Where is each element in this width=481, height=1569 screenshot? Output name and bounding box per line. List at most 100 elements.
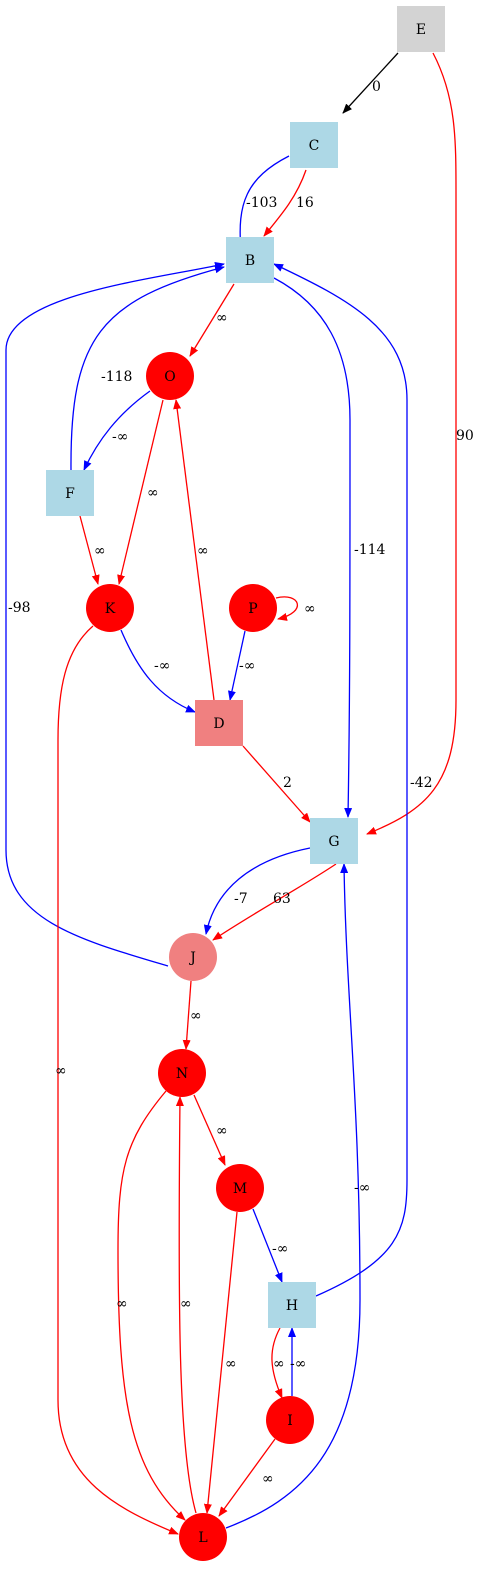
edge-label: -∞	[272, 1241, 288, 1257]
node-box	[226, 237, 274, 283]
node-label: G	[328, 834, 339, 850]
edge-label: ∞	[147, 485, 159, 501]
edge-D-O: ∞	[173, 399, 215, 701]
edge-label: -7	[234, 891, 248, 907]
edge-line	[79, 515, 100, 585]
edge-line	[175, 1096, 197, 1514]
node-N[interactable]: N	[158, 1049, 206, 1097]
node-P[interactable]: P	[229, 584, 277, 632]
edge-label: 63	[273, 891, 291, 907]
node-label: M	[233, 1181, 247, 1197]
edge-line	[203, 847, 311, 935]
node-B[interactable]: B	[226, 237, 274, 283]
edge-label: 2	[283, 775, 292, 791]
edge-label: -∞	[354, 1180, 370, 1196]
edge-P-P: ∞	[275, 596, 316, 621]
edge-line	[342, 52, 399, 114]
edge-line	[218, 1438, 276, 1517]
node-F[interactable]: F	[46, 470, 94, 516]
edge-label: ∞	[262, 1471, 274, 1487]
node-L[interactable]: L	[179, 1513, 227, 1561]
edge-label: -42	[410, 775, 433, 791]
edge-O-K: ∞	[117, 399, 164, 585]
node-circle	[216, 1164, 264, 1212]
edge-line	[193, 1094, 226, 1166]
edge-M-L: ∞	[203, 1211, 238, 1514]
edge-line	[275, 596, 299, 621]
edge-J-N: ∞	[182, 980, 202, 1050]
edge-label: ∞	[190, 1008, 202, 1024]
edge-label: -114	[354, 542, 386, 558]
node-label: P	[248, 601, 257, 617]
edge-label: ∞	[216, 1123, 228, 1139]
node-label: L	[198, 1530, 207, 1546]
node-label: E	[416, 22, 426, 38]
edge-line	[173, 399, 215, 701]
edge-label: -∞	[154, 658, 170, 674]
edge-line	[117, 1090, 186, 1521]
edge-label: 90	[456, 428, 474, 444]
edge-line	[120, 629, 196, 713]
edge-label: -∞	[239, 658, 255, 674]
node-C[interactable]: C	[290, 122, 338, 168]
node-J[interactable]: J	[169, 933, 217, 981]
edge-label: 16	[296, 195, 314, 211]
edge-line	[182, 980, 192, 1050]
edge-line	[225, 863, 361, 1529]
edge-B-G: -114	[273, 277, 386, 818]
edge-I-H: -∞	[288, 1327, 306, 1396]
edge-label: ∞	[116, 1296, 128, 1312]
edge-B-O: ∞	[189, 283, 235, 357]
node-I[interactable]: I	[266, 1396, 314, 1444]
edge-N-L: ∞	[116, 1090, 186, 1521]
node-D[interactable]: D	[195, 700, 243, 746]
edge-line	[263, 169, 307, 237]
node-box	[268, 1282, 316, 1328]
edge-line	[189, 283, 235, 357]
node-G[interactable]: G	[310, 818, 358, 864]
edge-line	[273, 263, 408, 1297]
edge-label: ∞	[304, 601, 316, 617]
node-M[interactable]: M	[216, 1164, 264, 1212]
edge-O-F: -∞	[83, 390, 151, 471]
node-O[interactable]: O	[146, 352, 194, 400]
edge-L-N: ∞	[175, 1096, 197, 1514]
edge-label: ∞	[273, 1356, 285, 1372]
edge-E-G: 90	[366, 52, 474, 835]
node-label: C	[309, 138, 320, 154]
node-box	[397, 6, 445, 52]
node-label: I	[287, 1413, 293, 1429]
edge-label: ∞	[94, 543, 106, 559]
edge-line	[242, 745, 311, 823]
edge-G-J: -7	[203, 847, 311, 935]
node-label: B	[245, 253, 255, 269]
node-label: O	[164, 369, 175, 385]
node-box	[290, 122, 338, 168]
node-circle	[158, 1049, 206, 1097]
edge-P-D: -∞	[228, 630, 255, 701]
edge-line	[271, 1327, 283, 1399]
edge-line	[117, 399, 164, 585]
edge-label: -98	[8, 600, 31, 616]
edge-line	[273, 277, 353, 818]
edge-line	[228, 630, 246, 701]
edge-N-M: ∞	[193, 1094, 228, 1166]
node-circle	[179, 1513, 227, 1561]
node-label: N	[176, 1066, 188, 1082]
node-label: J	[188, 950, 196, 966]
edge-K-D: -∞	[120, 629, 196, 713]
edge-E-C: 0	[342, 52, 399, 114]
edge-I-L: ∞	[218, 1438, 276, 1517]
edge-label: -118	[101, 369, 132, 385]
edge-H-I: ∞	[271, 1327, 285, 1399]
edge-line	[236, 155, 290, 251]
edge-label: ∞	[197, 543, 209, 559]
node-H[interactable]: H	[268, 1282, 316, 1328]
node-E[interactable]: E	[397, 6, 445, 52]
edge-G-J: 63	[212, 863, 337, 941]
node-box	[195, 700, 243, 746]
edge-label: ∞	[180, 1296, 192, 1312]
node-K[interactable]: K	[86, 584, 134, 632]
